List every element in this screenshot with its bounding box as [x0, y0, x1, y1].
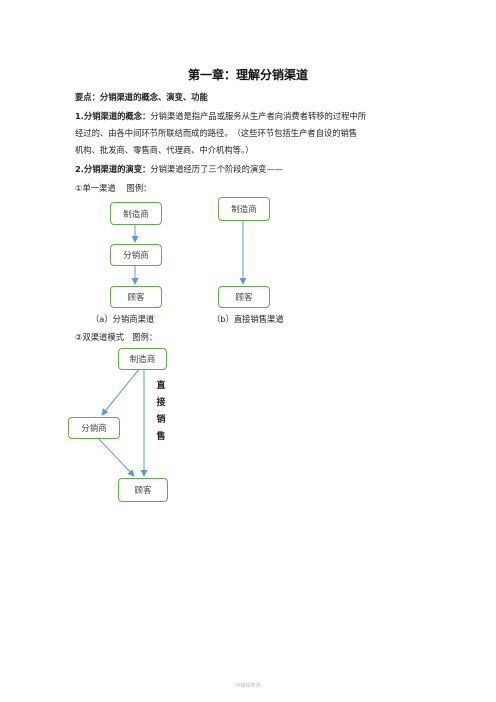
diagram-b-manufacturer-box: 制造商	[218, 197, 270, 221]
dual-channel-heading: ②双渠道模式 图例：	[75, 332, 158, 342]
dual-manufacturer-box: 制造商	[118, 348, 167, 370]
concept-line-2: 经过的、由各中间环节所联结而成的路径。 （这些环节包括生产者自设的销售	[75, 128, 358, 138]
arrow-distributor-to-customer	[96, 436, 135, 477]
single-channel-heading: ①单一渠道 图例：	[75, 183, 152, 193]
dual-customer-box: 顾客	[118, 478, 168, 502]
arrow-dual-to-distributor	[101, 367, 141, 416]
concept-line-3: 机构、批发商、零售商、代理商、中介机构等。）	[75, 145, 254, 155]
page-footer: -可编辑修改-	[233, 683, 263, 689]
diagram-a-caption: （a）分销商渠道	[91, 314, 155, 324]
concept-text: 分销渠道是指产品或服务从生产者向消费者转移的过程中所	[150, 111, 367, 121]
diagram-a-customer-box: 顾客	[110, 286, 162, 308]
direct-sales-label: 直 接 销 售	[155, 378, 167, 446]
page-title: 第一章：理解分销渠道	[187, 68, 308, 82]
concept-label: 1.分销渠道的概念：	[75, 111, 151, 121]
diagram-b-caption: （b）直接销售渠道	[212, 314, 284, 324]
diagram-a-manufacturer-box: 制造商	[110, 202, 162, 225]
diagram-a-distributor-box: 分销商	[110, 244, 162, 266]
direct-sales-char-2: 接	[156, 398, 166, 408]
dual-distributor-box: 分销商	[68, 417, 120, 439]
evolution-line: 2.分销渠道的演变：分销渠道经历了三个阶段的演变——	[75, 163, 283, 175]
direct-sales-char-4: 售	[156, 432, 166, 442]
key-points-line: 要点：分销渠道的概念、演变、功能	[75, 91, 208, 103]
evolution-label: 2.分销渠道的演变：	[75, 164, 151, 174]
direct-sales-char-1: 直	[156, 381, 166, 391]
key-points-label: 要点：	[75, 92, 100, 102]
key-points-text: 分销渠道的概念、演变、功能	[99, 92, 208, 102]
concept-line-1: 1.分销渠道的概念：分销渠道是指产品或服务从生产者向消费者转移的过程中所	[75, 110, 366, 122]
direct-sales-char-3: 销	[156, 415, 166, 425]
evolution-text: 分销渠道经历了三个阶段的演变——	[150, 164, 284, 174]
diagram-b-customer-box: 顾客	[218, 286, 270, 308]
